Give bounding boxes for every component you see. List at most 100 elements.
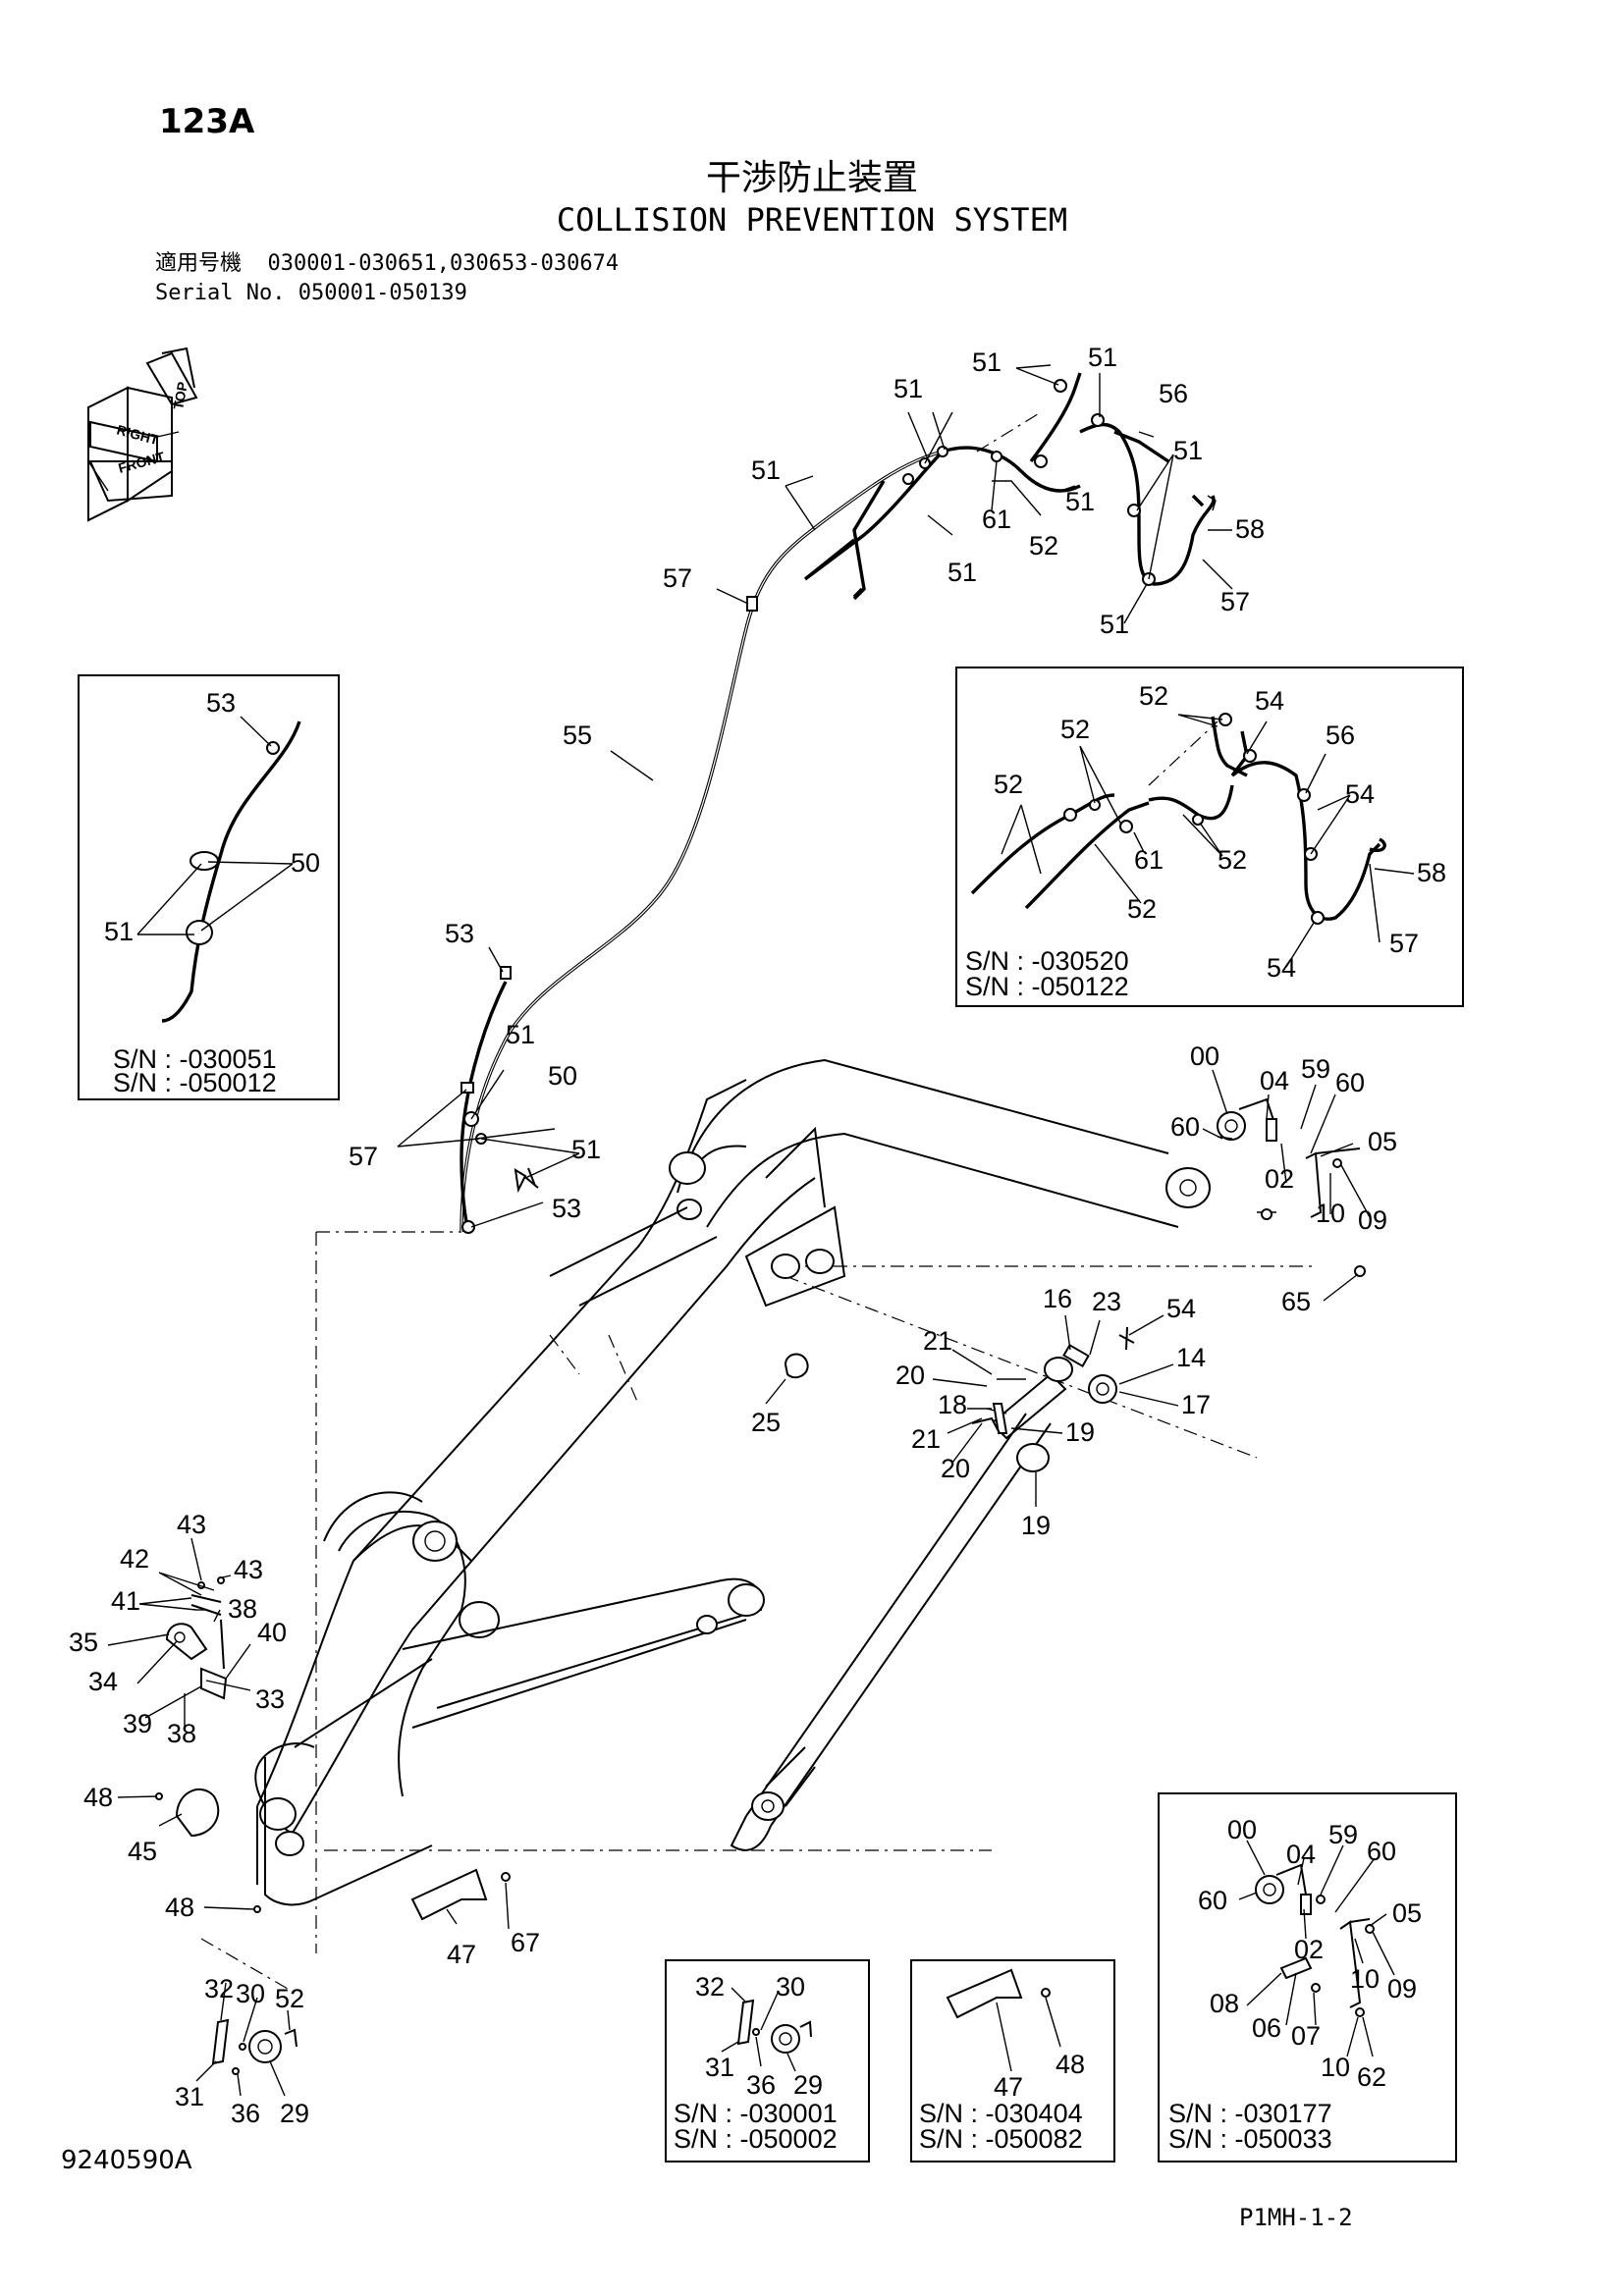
serial-line: Serial No. 050001-050139 bbox=[155, 279, 619, 308]
inset-3-serial-1: S/N : -030001 bbox=[674, 2099, 838, 2128]
inset-5-serial-2: S/N : -050033 bbox=[1168, 2124, 1332, 2154]
inset-3-callout-29: 29 bbox=[793, 2070, 823, 2100]
callout-18: 18 bbox=[938, 1390, 967, 1419]
callout-02: 02 bbox=[1265, 1164, 1294, 1194]
callout-55-harness: 55 bbox=[563, 721, 592, 750]
callout-51-boom-lower: 51 bbox=[571, 1135, 601, 1164]
callout-39: 39 bbox=[123, 1709, 152, 1738]
inset-3-callout-36: 36 bbox=[746, 2070, 776, 2100]
callout-16: 16 bbox=[1043, 1284, 1072, 1313]
inset-5-callout-06: 06 bbox=[1252, 2013, 1281, 2043]
callout-45: 45 bbox=[128, 1837, 157, 1866]
callout-57-upper: 57 bbox=[663, 563, 692, 593]
inset-2-serial-2: S/N : -050122 bbox=[965, 972, 1129, 1001]
inset-4-callout-48: 48 bbox=[1056, 2050, 1085, 2079]
applicable-label: 適用号機 bbox=[155, 251, 243, 276]
inset-5-callout-10-lower: 10 bbox=[1321, 2053, 1350, 2082]
orientation-label-right: RIGHT bbox=[115, 421, 161, 448]
inset-3-serial-2: S/N : -050002 bbox=[674, 2124, 838, 2154]
inset-5-callout-02: 02 bbox=[1294, 1935, 1324, 1964]
inset-5-callout-60-upper: 60 bbox=[1367, 1837, 1396, 1866]
angle-sensor-assembly bbox=[971, 1326, 1135, 1434]
callout-53-lower: 53 bbox=[552, 1194, 581, 1223]
callout-43-upper: 43 bbox=[177, 1510, 206, 1539]
callout-21-lower: 21 bbox=[911, 1424, 941, 1454]
callout-40: 40 bbox=[257, 1618, 287, 1647]
inset-2-callout-61: 61 bbox=[1134, 845, 1164, 875]
inset-4-callout-47: 47 bbox=[994, 2072, 1023, 2102]
drawing-number: 9240590A bbox=[61, 2146, 192, 2175]
inset-2-callout-52-mid: 52 bbox=[1218, 845, 1247, 875]
callout-51-top: 51 bbox=[972, 347, 1001, 377]
callout-29: 29 bbox=[280, 2099, 309, 2128]
inset-3-callout-31: 31 bbox=[705, 2053, 734, 2082]
callout-56-top: 56 bbox=[1159, 379, 1188, 408]
inset-2-callout-54-right: 54 bbox=[1345, 779, 1375, 809]
leader-lines bbox=[107, 364, 1415, 2097]
callout-labels: 51 51 51 56 51 51 61 51 58 52 51 57 51 5… bbox=[69, 343, 1446, 2128]
orientation-label-top: TOP bbox=[170, 381, 190, 411]
callout-60-left: 60 bbox=[1170, 1112, 1200, 1142]
callout-38-lower: 38 bbox=[167, 1719, 196, 1748]
inset-5-callout-05: 05 bbox=[1392, 1898, 1422, 1928]
callout-50-boom: 50 bbox=[548, 1061, 577, 1091]
inset-5-frame bbox=[1158, 1792, 1457, 2163]
title-english: COLLISION PREVENTION SYSTEM bbox=[556, 201, 1068, 239]
callout-09: 09 bbox=[1358, 1205, 1387, 1235]
callout-48-left: 48 bbox=[83, 1783, 113, 1812]
callout-17: 17 bbox=[1181, 1390, 1211, 1419]
callout-61-top: 61 bbox=[982, 505, 1011, 534]
applicable-line: 適用号機 030001-030651,030653-030674 bbox=[155, 249, 619, 279]
callout-32: 32 bbox=[204, 1974, 234, 2003]
inset-1-callout-50: 50 bbox=[291, 848, 320, 878]
callout-20-upper: 20 bbox=[895, 1361, 925, 1390]
callout-52-lower: 52 bbox=[275, 1984, 304, 2013]
inset-2-frame bbox=[955, 667, 1464, 1007]
callout-23: 23 bbox=[1092, 1287, 1121, 1316]
inset-1-serial-2: S/N : -050012 bbox=[113, 1068, 277, 1097]
inset-2-callout-56: 56 bbox=[1326, 721, 1355, 750]
callout-19-lower: 19 bbox=[1021, 1511, 1051, 1540]
inset-5-callout-08: 08 bbox=[1210, 1989, 1239, 2018]
callout-35: 35 bbox=[69, 1628, 98, 1657]
callout-51-lower: 51 bbox=[947, 558, 977, 587]
callout-51-upper: 51 bbox=[893, 374, 923, 403]
callout-42: 42 bbox=[120, 1544, 149, 1574]
callout-59: 59 bbox=[1301, 1054, 1330, 1084]
inset-2-serial-1: S/N : -030520 bbox=[965, 946, 1129, 976]
callout-65: 65 bbox=[1281, 1287, 1311, 1316]
callout-54-mid: 54 bbox=[1166, 1294, 1196, 1323]
callout-41: 41 bbox=[111, 1586, 140, 1616]
page-number: 123A bbox=[159, 102, 255, 141]
orientation-icon: TOP RIGHT FRONT bbox=[87, 347, 198, 522]
callout-52-top: 52 bbox=[1029, 531, 1058, 561]
serial-applicability: 適用号機 030001-030651,030653-030674 Serial … bbox=[155, 249, 619, 308]
inset-4-frame bbox=[910, 1959, 1115, 2163]
inset-5-callout-07: 07 bbox=[1291, 2021, 1321, 2051]
callout-19-right: 19 bbox=[1065, 1417, 1095, 1447]
inset-2-callout-54-top: 54 bbox=[1255, 686, 1284, 716]
inset-5: S/N : -030177 S/N : -050033 bbox=[1158, 1792, 1457, 2163]
callout-00: 00 bbox=[1190, 1041, 1219, 1071]
inset-3-callout-32: 32 bbox=[695, 1972, 725, 2002]
inset-5-callout-04: 04 bbox=[1286, 1840, 1316, 1869]
inset-3-frame bbox=[665, 1959, 870, 2163]
callout-67: 67 bbox=[511, 1928, 540, 1957]
inset-3-callout-30: 30 bbox=[776, 1972, 805, 2002]
callout-57-boom: 57 bbox=[349, 1142, 378, 1171]
callout-51-mid: 51 bbox=[1065, 487, 1095, 516]
callout-21-upper: 21 bbox=[923, 1326, 952, 1356]
inset-2-callout-58: 58 bbox=[1417, 858, 1446, 887]
inset-1-serial-1: S/N : -030051 bbox=[113, 1044, 277, 1074]
title-japanese: 干渉防止装置 bbox=[705, 158, 918, 198]
boom-assembly bbox=[200, 1058, 1316, 1994]
page-reference: P1MH-1-2 bbox=[1239, 2204, 1353, 2231]
inset-5-callout-09: 09 bbox=[1387, 1974, 1417, 2003]
callout-05: 05 bbox=[1368, 1127, 1397, 1156]
cable-harness-main bbox=[460, 372, 1217, 1234]
inset-2-callout-57: 57 bbox=[1389, 929, 1419, 958]
callout-48-bottom: 48 bbox=[165, 1893, 194, 1922]
inset-5-serial-1: S/N : -030177 bbox=[1168, 2099, 1332, 2128]
callout-47: 47 bbox=[447, 1940, 476, 1969]
applicable-range: 030001-030651,030653-030674 bbox=[267, 251, 620, 276]
